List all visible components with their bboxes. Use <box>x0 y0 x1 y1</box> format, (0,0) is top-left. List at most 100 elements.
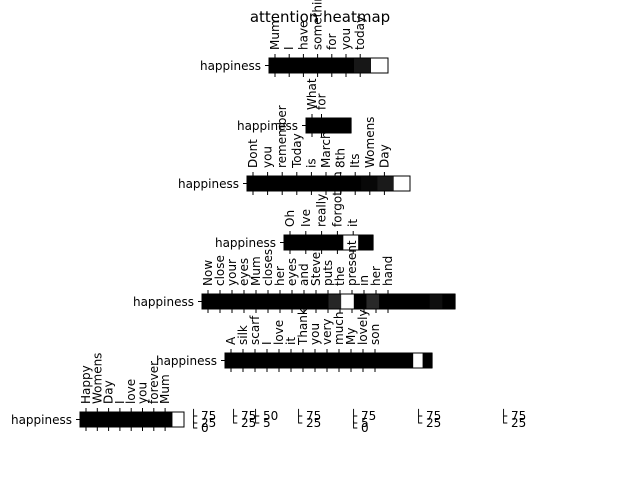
token-label: closes <box>261 249 275 286</box>
token-label: have <box>296 21 310 50</box>
heatmap-cell <box>344 176 362 191</box>
heatmap-cell <box>337 58 355 73</box>
heatmap-cell <box>303 58 321 73</box>
heatmap-row-4: happinessNowcloseyoureyesMumcloseshereye… <box>133 240 456 313</box>
heatmap-cell <box>356 353 367 368</box>
token-label: Day <box>102 380 116 404</box>
y-tick-label: happiness <box>11 413 72 427</box>
heatmap-cell <box>375 353 386 368</box>
token-label: What <box>305 78 319 110</box>
heatmap-cell <box>328 294 342 309</box>
heatmap-cell <box>361 176 378 191</box>
token-label: and <box>297 263 311 286</box>
heatmap-cell <box>417 294 431 309</box>
token-label: it <box>346 219 360 227</box>
heatmap-cell <box>309 353 320 368</box>
token-label: son <box>368 324 382 345</box>
heatmap-cell <box>262 353 273 368</box>
token-label: love <box>272 320 286 345</box>
heatmap-cell <box>252 294 266 309</box>
heatmap-cell <box>269 58 287 73</box>
heatmap-cell <box>391 294 405 309</box>
token-label: her <box>369 266 383 286</box>
heatmap-cell <box>160 412 174 427</box>
token-label: Mum <box>249 256 263 286</box>
token-label: 8th <box>334 148 348 168</box>
stray-tick-label: └ 50 <box>252 408 278 423</box>
token-label: love <box>124 379 138 404</box>
heatmap-cell <box>394 353 405 368</box>
token-label: forgotten <box>330 171 344 227</box>
token-label: I <box>113 400 127 404</box>
chart-title: attention heatmap <box>250 8 390 26</box>
token-label: Womens <box>363 117 377 168</box>
token-label: much <box>332 312 346 346</box>
token-label: you <box>136 382 150 404</box>
token-label: Day <box>377 144 391 168</box>
heatmap-cell <box>413 353 424 368</box>
heatmap-cell <box>253 353 264 368</box>
heatmap-cell <box>277 294 292 309</box>
heatmap-cell <box>300 353 311 368</box>
heatmap-cell <box>303 294 317 309</box>
y-tick-label: happiness <box>156 354 217 368</box>
heatmap-cell <box>442 294 456 309</box>
heatmap-cell <box>404 294 418 309</box>
heatmap-cell <box>227 294 241 309</box>
token-label: I <box>260 341 274 345</box>
heatmap-cell <box>379 294 393 309</box>
heatmap-cell <box>377 176 395 191</box>
token-label: you <box>339 28 353 50</box>
heatmap-cell <box>279 176 297 191</box>
heatmap-cell <box>126 412 139 427</box>
heatmap-cell <box>137 412 150 427</box>
token-label: something <box>311 0 325 50</box>
heatmap-cell <box>281 353 292 368</box>
token-label: close <box>213 255 227 286</box>
token-label: for <box>315 93 329 110</box>
token-label: you <box>308 323 322 345</box>
token-label: you <box>261 146 275 168</box>
heatmap-cell <box>149 412 162 427</box>
token-label: I <box>282 46 296 50</box>
token-label: really <box>315 194 329 227</box>
heatmap-cell <box>172 412 185 427</box>
token-label: present <box>345 240 359 286</box>
token-label: it <box>284 337 298 345</box>
stray-tick-label: └ 75 <box>350 408 376 423</box>
heatmap-cell <box>328 353 339 368</box>
token-label: Ive <box>299 209 313 227</box>
token-label: Happy <box>79 365 93 404</box>
heatmap-cell <box>337 353 348 368</box>
heatmap-cell <box>313 235 330 250</box>
token-label: Mum <box>268 20 282 50</box>
heatmap-cell <box>202 294 216 309</box>
token-label: Mum <box>158 374 172 404</box>
heatmap-cell <box>366 353 377 368</box>
heatmap-cell <box>403 353 414 368</box>
token-label: very <box>320 318 334 345</box>
y-tick-label: happiness <box>237 119 298 133</box>
heatmap-cell <box>225 353 236 368</box>
token-label: hand <box>381 256 395 286</box>
heatmap-cell <box>315 294 330 309</box>
token-label: the <box>333 266 347 286</box>
heatmap-cell <box>243 353 254 368</box>
token-label: puts <box>321 260 335 286</box>
token-label: for <box>325 33 339 50</box>
stray-tick-label: └ 0 <box>350 420 369 435</box>
heatmap-cell <box>298 235 315 250</box>
token-label: Thank <box>296 308 310 346</box>
heatmap-cell <box>371 58 389 73</box>
heatmap-cell <box>328 176 346 191</box>
token-label: Dont <box>246 139 260 168</box>
stray-tick-label: └ 5 <box>350 415 369 430</box>
heatmap-cell <box>306 118 330 133</box>
token-label: scarf <box>248 315 262 345</box>
token-label: A <box>224 336 238 345</box>
heatmap-cell <box>114 412 127 427</box>
heatmap-cell <box>328 235 344 250</box>
token-label: lovely <box>356 309 370 345</box>
